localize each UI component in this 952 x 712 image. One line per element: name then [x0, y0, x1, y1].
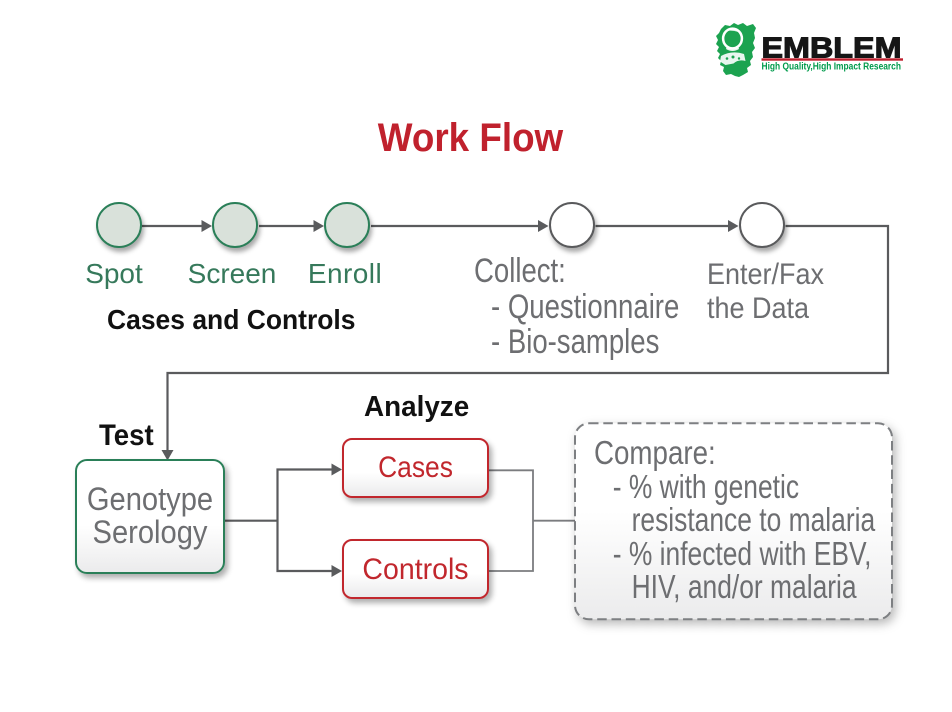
svg-text:High Quality,High Impact Resea: High Quality,High Impact Research	[762, 61, 902, 72]
